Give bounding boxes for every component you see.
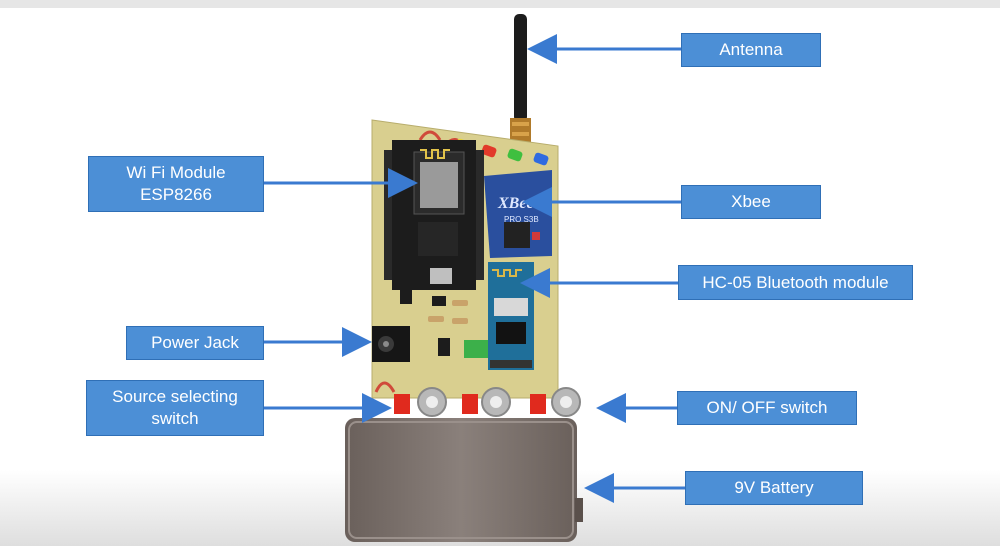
esp8266-module bbox=[384, 140, 484, 290]
callout-arrows bbox=[264, 34, 685, 503]
label-xbee: Xbee bbox=[681, 185, 821, 219]
label-source-switch: Source selecting switch bbox=[86, 380, 264, 436]
top-border bbox=[0, 0, 1000, 8]
label-power-jack: Power Jack bbox=[126, 326, 264, 360]
toggle-switches bbox=[374, 381, 581, 417]
label-wifi-module: Wi Fi Module ESP8266 bbox=[88, 156, 264, 212]
label-battery: 9V Battery bbox=[685, 471, 863, 505]
power-jack bbox=[372, 326, 410, 362]
small-components bbox=[400, 286, 488, 358]
label-antenna: Antenna bbox=[681, 33, 821, 67]
label-bluetooth-module: HC-05 Bluetooth module bbox=[678, 265, 913, 300]
hc05-module bbox=[488, 262, 534, 370]
label-on-off-switch: ON/ OFF switch bbox=[677, 391, 857, 425]
xbee-board-subtext: PRO S3B bbox=[504, 215, 539, 224]
battery bbox=[345, 418, 583, 542]
antenna bbox=[510, 14, 531, 148]
xbee-module: XBee PRO S3B bbox=[484, 170, 552, 258]
